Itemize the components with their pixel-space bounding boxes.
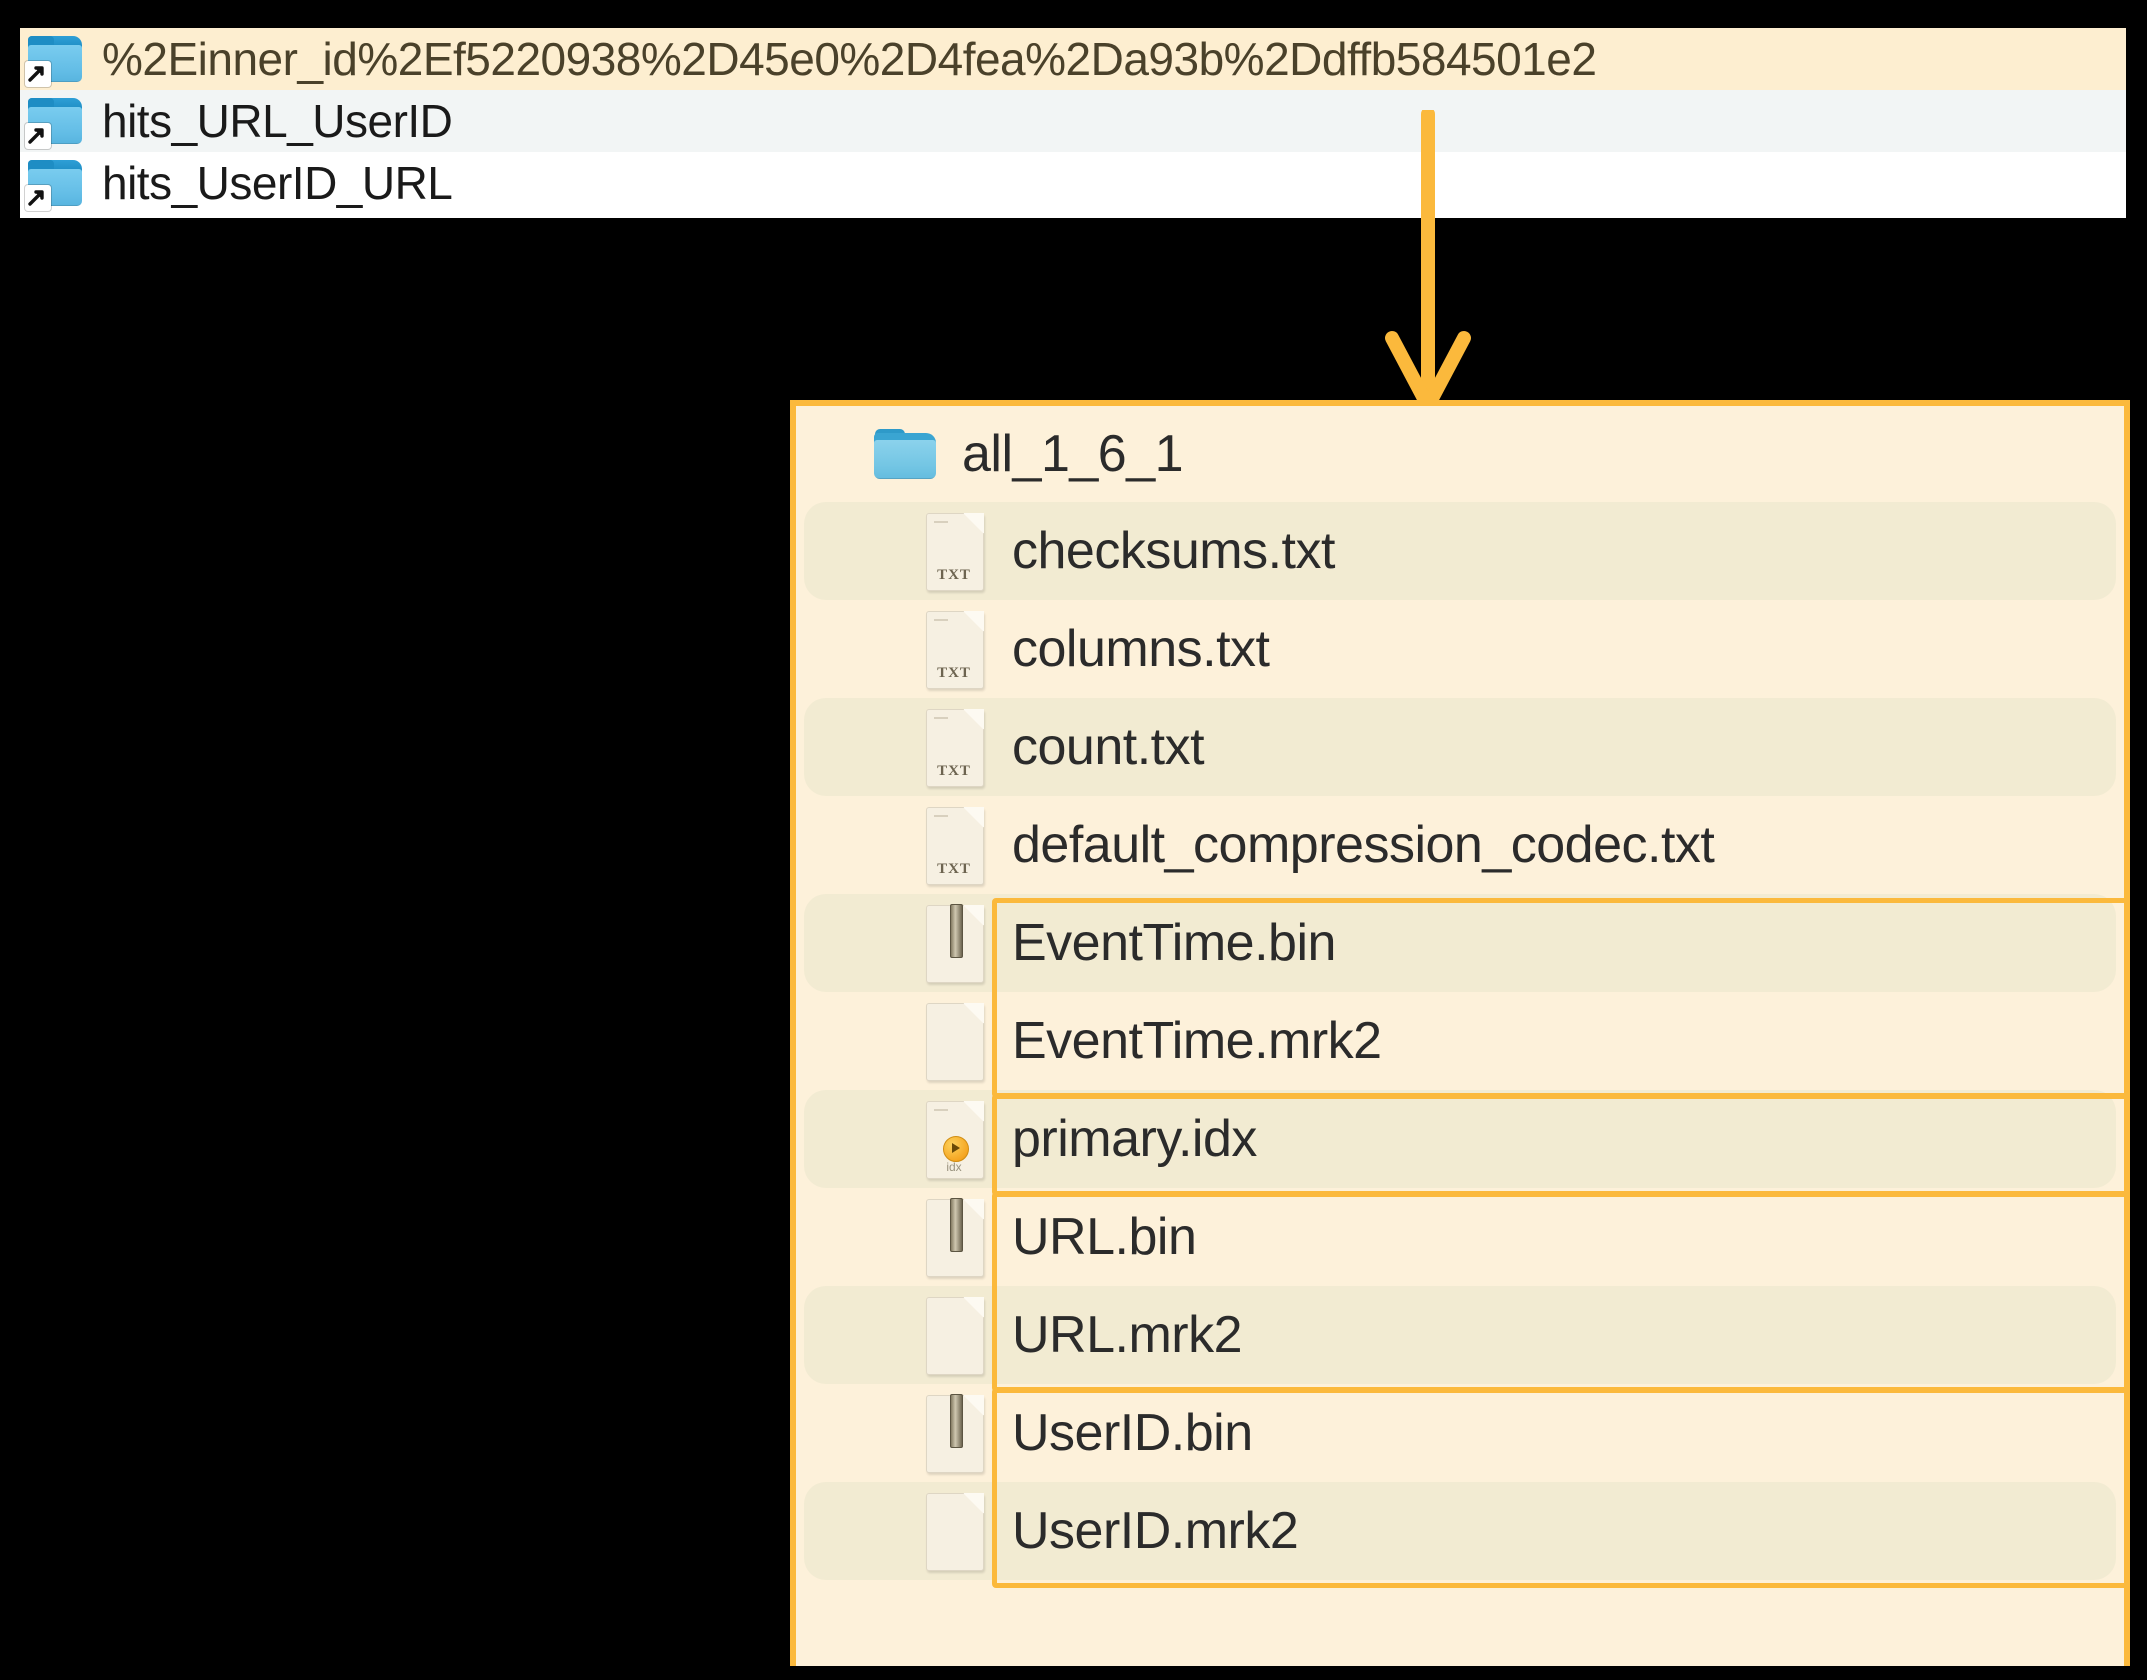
tree-row-label: EventTime.bin	[1012, 914, 1336, 972]
tree-header-label: all_1_6_1	[962, 425, 1184, 483]
tree-row-label: primary.idx	[1012, 1110, 1257, 1168]
tree-row[interactable]: TXT columns.txt	[796, 600, 2124, 698]
tree-row-label: EventTime.mrk2	[1012, 1012, 1382, 1070]
tree-row-label: URL.bin	[1012, 1208, 1197, 1266]
tree-row[interactable]: UserID.bin	[796, 1384, 2124, 1482]
txt-file-icon: TXT	[918, 607, 990, 691]
tree-row-label: checksums.txt	[1012, 522, 1335, 580]
tree-row[interactable]: TXT count.txt	[804, 698, 2116, 796]
tree-row[interactable]: TXT checksums.txt	[804, 502, 2116, 600]
list-item-label: hits_UserID_URL	[102, 157, 453, 209]
list-item[interactable]: hits_UserID_URL	[20, 152, 2126, 214]
tree-row[interactable]: UserID.mrk2	[804, 1482, 2116, 1580]
blank-file-icon	[918, 999, 990, 1083]
folder-symlink-icon	[25, 160, 82, 211]
bin-file-icon	[918, 901, 990, 985]
tree-row[interactable]: EventTime.bin	[804, 894, 2116, 992]
bin-file-icon	[918, 1195, 990, 1279]
tree-row[interactable]: EventTime.mrk2	[796, 992, 2124, 1090]
list-item[interactable]: hits_URL_UserID	[20, 90, 2126, 152]
tree-row-label: count.txt	[1012, 718, 1205, 776]
chevron-down-icon[interactable]	[814, 431, 860, 477]
folder-symlink-icon	[25, 36, 82, 87]
txt-file-icon: TXT	[918, 509, 990, 593]
tree-header-row[interactable]: all_1_6_1	[796, 406, 2124, 502]
tree-row-label: UserID.mrk2	[1012, 1502, 1299, 1560]
tree-row-label: columns.txt	[1012, 620, 1270, 678]
blank-file-icon	[918, 1489, 990, 1573]
folder-icon	[874, 429, 936, 479]
blank-file-icon	[918, 1293, 990, 1377]
symlink-folder-list: %2Einner_id%2Ef5220938%2D45e0%2D4fea%2Da…	[20, 28, 2126, 218]
idx-file-icon: idx	[918, 1097, 990, 1181]
folder-symlink-icon	[25, 98, 82, 149]
txt-file-icon: TXT	[918, 803, 990, 887]
list-item-label: hits_URL_UserID	[102, 95, 453, 147]
tree-row[interactable]: idx primary.idx	[804, 1090, 2116, 1188]
tree-row[interactable]: URL.mrk2	[804, 1286, 2116, 1384]
txt-file-icon: TXT	[918, 705, 990, 789]
tree-row[interactable]: URL.bin	[796, 1188, 2124, 1286]
tree-row-label: UserID.bin	[1012, 1404, 1253, 1462]
bin-file-icon	[918, 1391, 990, 1475]
tree-row-label: default_compression_codec.txt	[1012, 816, 1715, 874]
list-item-label: %2Einner_id%2Ef5220938%2D45e0%2D4fea%2Da…	[102, 33, 1597, 85]
tree-row-label: URL.mrk2	[1012, 1306, 1243, 1364]
tree-row[interactable]: TXT default_compression_codec.txt	[796, 796, 2124, 894]
list-item[interactable]: %2Einner_id%2Ef5220938%2D45e0%2D4fea%2Da…	[20, 28, 2126, 90]
